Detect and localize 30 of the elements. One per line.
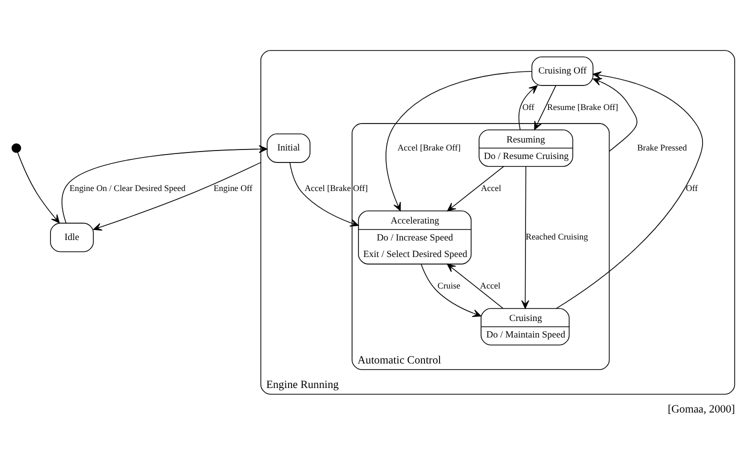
edge-label: Resume [Brake Off] bbox=[547, 102, 618, 112]
edge-label: Accel [Brake Off] bbox=[304, 182, 368, 193]
caption: [Gomaa, 2000] bbox=[668, 404, 735, 416]
edge-label: Reached Cruising bbox=[526, 232, 588, 242]
arrow bbox=[521, 166, 530, 309]
node-box: Idle bbox=[50, 222, 94, 252]
arrow bbox=[93, 162, 262, 231]
arrow bbox=[289, 162, 359, 227]
arrow bbox=[556, 71, 703, 309]
edge-label: Off bbox=[522, 102, 534, 112]
edge-label: Brake Pressed bbox=[637, 142, 687, 152]
arrow bbox=[446, 264, 504, 309]
edge-label: Cruise bbox=[438, 280, 460, 290]
arrow bbox=[447, 166, 504, 212]
arrow bbox=[17, 152, 60, 224]
edge-label: Engine Off bbox=[214, 182, 252, 193]
arrow bbox=[592, 78, 638, 152]
edge-label: Accel bbox=[480, 280, 500, 290]
node-circle bbox=[12, 143, 22, 153]
edge-label: Accel [Brake Off] bbox=[397, 142, 461, 152]
edge-label: Accel bbox=[480, 182, 502, 193]
node-box: Initial bbox=[266, 133, 310, 163]
arrow bbox=[518, 85, 538, 130]
arrow bbox=[420, 264, 482, 317]
edge-label: Engine On / Clear Desired Speed bbox=[69, 182, 186, 193]
node-box: Cruising Off bbox=[531, 56, 594, 86]
arrow bbox=[62, 145, 268, 224]
arrow bbox=[386, 70, 532, 212]
arrow bbox=[534, 85, 556, 130]
edge-label: Off bbox=[686, 182, 698, 193]
